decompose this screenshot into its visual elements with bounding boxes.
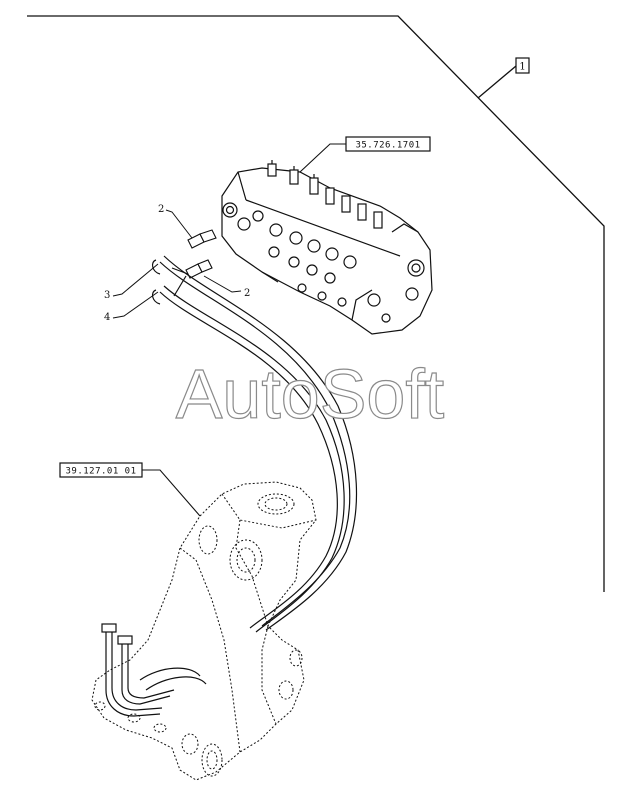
callout-assembly: 1 [515, 57, 530, 74]
item-2b-label: 2 [244, 288, 250, 299]
watermark-text: AutoSoft [176, 355, 445, 433]
control-valve-block [221, 160, 433, 335]
boom-ref-label: 39.127.01 01 [65, 467, 136, 477]
item-3-label: 3 [104, 290, 110, 301]
callout-valve: 35.726.1701 [299, 136, 431, 173]
item-3: 3 [104, 263, 159, 301]
fitting-upper [187, 229, 217, 249]
boom-base-casting [91, 481, 317, 781]
item-2-lower: 2 [203, 275, 250, 299]
callout-boom: 39.127.01 01 [59, 462, 201, 517]
fitting-lower [185, 259, 213, 279]
item-4-label: 4 [104, 312, 110, 323]
item-2-upper: 2 [158, 204, 193, 239]
item-2a-label: 2 [158, 204, 164, 215]
assembly-frame-lines [27, 15, 605, 592]
item-4: 4 [104, 291, 159, 323]
assembly-ref-label: 1 [519, 62, 525, 73]
hose-end-fittings [101, 623, 207, 717]
hydraulic-hoses [151, 255, 358, 633]
valve-ref-label: 35.726.1701 [355, 141, 420, 151]
